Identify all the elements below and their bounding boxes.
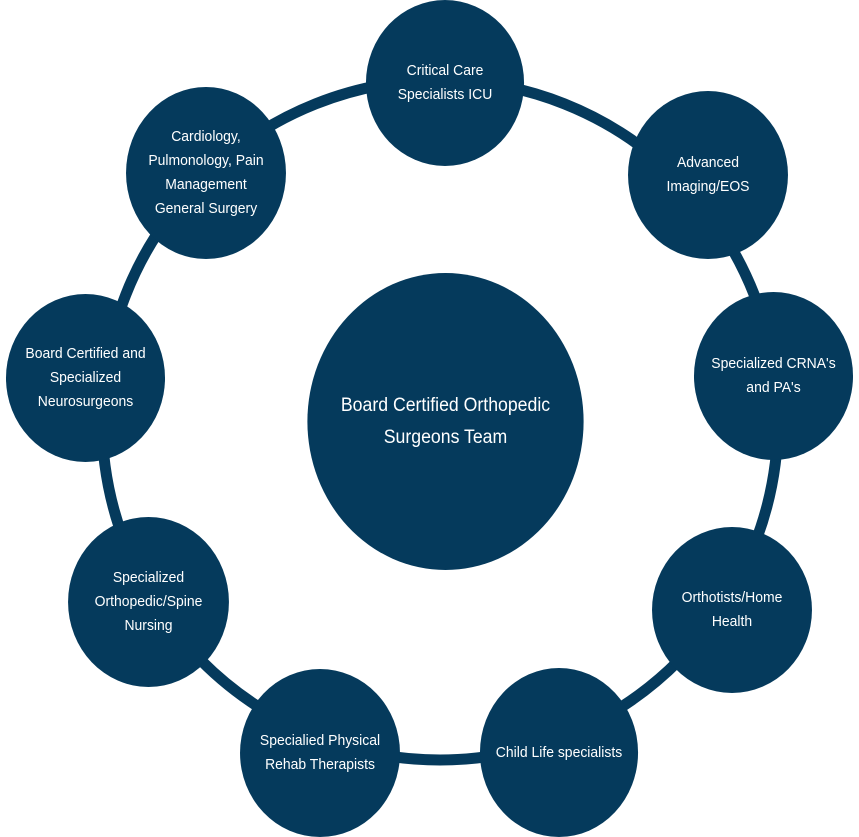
node-advanced-imaging: Advanced Imaging/EOS bbox=[628, 91, 788, 259]
center-node-label: Board Certified Orthopedic Surgeons Team bbox=[340, 394, 551, 448]
node-label: Child Life specialists bbox=[495, 743, 623, 761]
node-label: Orthotists/Home Health bbox=[681, 589, 783, 630]
node-critical-care: Critical Care Specialists ICU bbox=[365, 0, 525, 166]
node-spine-nursing: Specialized Orthopedic/Spine Nursing bbox=[68, 517, 229, 687]
node-label: Specialized CRNA's and PA's bbox=[711, 355, 836, 396]
center-node-orthopedic-surgeons: Board Certified Orthopedic Surgeons Team bbox=[307, 273, 584, 570]
node-label: Cardiology, Pulmonology, Pain Management… bbox=[148, 128, 264, 217]
node-label: Specialized Orthopedic/Spine Nursing bbox=[94, 569, 203, 634]
node-label: Critical Care Specialists ICU bbox=[397, 62, 493, 103]
node-physical-rehab: Specialied Physical Rehab Therapists bbox=[240, 669, 400, 837]
node-child-life: Child Life specialists bbox=[479, 668, 639, 837]
node-label: Board Certified and Specialized Neurosur… bbox=[25, 345, 146, 410]
node-orthotists-home-health: Orthotists/Home Health bbox=[652, 527, 812, 693]
node-neurosurgeons: Board Certified and Specialized Neurosur… bbox=[5, 294, 166, 462]
node-label: Advanced Imaging/EOS bbox=[666, 154, 750, 195]
node-crna-pa: Specialized CRNA's and PA's bbox=[693, 292, 854, 460]
node-cardiology-general-surgery: Cardiology, Pulmonology, Pain Management… bbox=[126, 87, 286, 259]
node-label: Specialied Physical Rehab Therapists bbox=[259, 732, 381, 773]
